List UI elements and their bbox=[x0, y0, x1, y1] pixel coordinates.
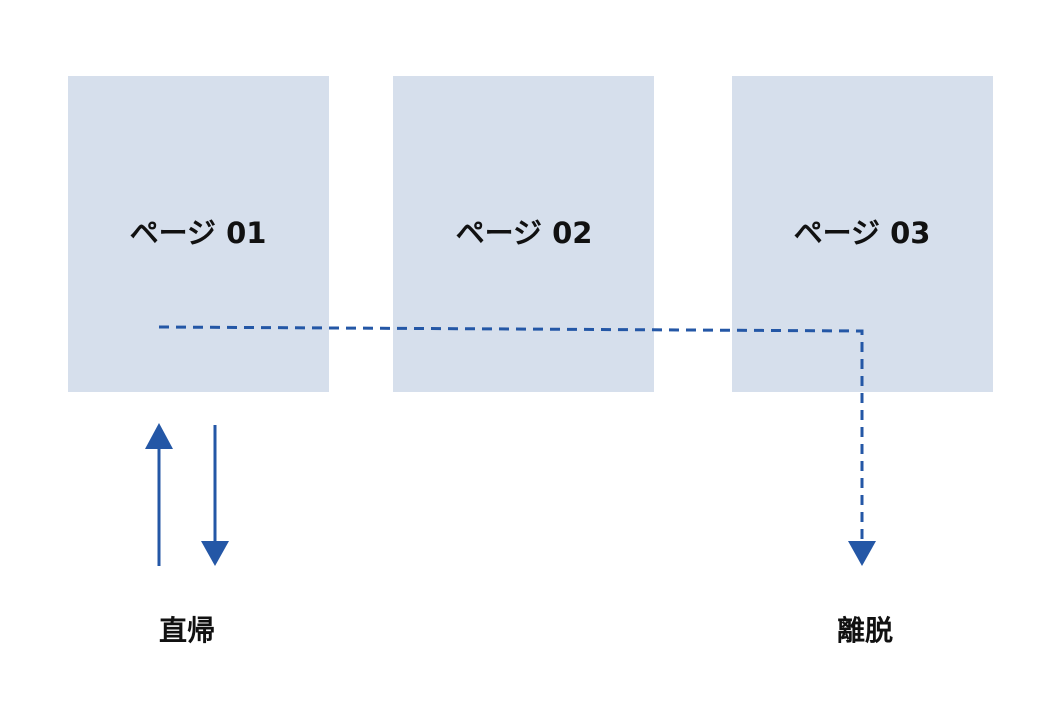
page-box-02 bbox=[393, 76, 654, 392]
exit-label: 離脱 bbox=[836, 614, 894, 647]
bounce-up-arrow-head bbox=[145, 423, 173, 449]
page-label-02: ページ 02 bbox=[455, 216, 593, 250]
bounce-label: 直帰 bbox=[158, 614, 216, 647]
page-label-01: ページ 01 bbox=[129, 216, 267, 250]
bounce-down-arrow-head bbox=[201, 541, 229, 566]
exit-arrow-head bbox=[848, 541, 876, 566]
page-box-01 bbox=[68, 76, 329, 392]
page-box-03 bbox=[732, 76, 993, 392]
exit-dashed-path bbox=[158, 325, 864, 542]
page-label-03: ページ 03 bbox=[793, 216, 931, 250]
